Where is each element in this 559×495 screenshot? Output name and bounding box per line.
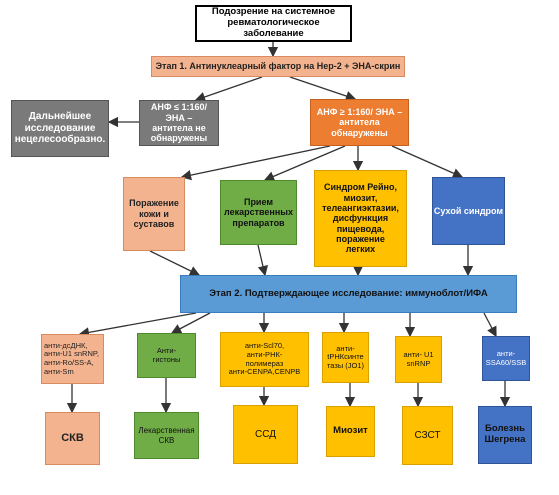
further-research-box: Дальнейшее исследование нецелесообразно. — [11, 100, 109, 157]
arrow-positive-dry — [391, 145, 464, 179]
arrow-positive-drugs — [263, 145, 346, 182]
drug-intake-box: Прием лекарственных препаратов — [220, 180, 297, 245]
diagnosis-mctd: СЗСТ — [402, 406, 453, 465]
diagnosis-sjogren: Болезнь Шегрена — [478, 406, 532, 464]
negative-result-box: АНФ ≤ 1:160/ ЭНА – антитела не обнаружен… — [139, 100, 219, 146]
arrow-skin-stage2 — [149, 250, 201, 276]
stage2-box: Этап 2. Подтверждающее исследование: имм… — [180, 275, 517, 313]
antibody-box-histones: Анти- гистоны — [137, 333, 196, 378]
arrow-stage1-negative — [194, 76, 263, 102]
arrow-stage2-a2 — [170, 312, 211, 334]
antibody-box-jo1: анти- tРНКсинте тазы (JO1) — [322, 332, 369, 383]
antibody-box-ssa-ssb: анти- SSA60/SSB — [482, 336, 530, 381]
arrow-positive-skin — [180, 145, 331, 181]
antibody-box-scl70: анти-Scl70, анти-РНК- полимераз анти-CEN… — [220, 332, 309, 387]
antibody-box-u1rnp: анти- U1 snRNP — [395, 336, 442, 383]
raynaud-syndrome-box: Синдром Рейно, миозит, телеангиэктазии, … — [314, 170, 407, 267]
dry-syndrome-box: Сухой синдром — [432, 177, 505, 245]
suspicion-title-box: Подозрение на системное ревматологическо… — [195, 5, 352, 42]
stage1-box: Этап 1. Антинуклеарный фактор на Нер-2 +… — [151, 56, 405, 77]
diagnosis-ssd: ССД — [233, 405, 298, 464]
antibody-box-sle: анти-дсДНК, анти-U1 snRNP, анти-Ro/SS-A,… — [41, 334, 104, 384]
arrow-stage2-a1 — [78, 312, 197, 338]
diagnosis-sle: СКВ — [45, 412, 100, 465]
arrow-drugs-stage2 — [257, 244, 268, 277]
diagnosis-drug-sle: Лекарственная СКВ — [134, 412, 199, 459]
arrow-stage2-a6 — [483, 312, 497, 338]
arrow-stage1-positive — [289, 76, 357, 102]
skin-joints-box: Поражение кожи и суставов — [123, 177, 185, 251]
positive-result-box: АНФ ≥ 1:160/ ЭНА – антитела обнаружены — [310, 99, 409, 146]
diagnosis-myositis: Миозит — [326, 406, 375, 457]
